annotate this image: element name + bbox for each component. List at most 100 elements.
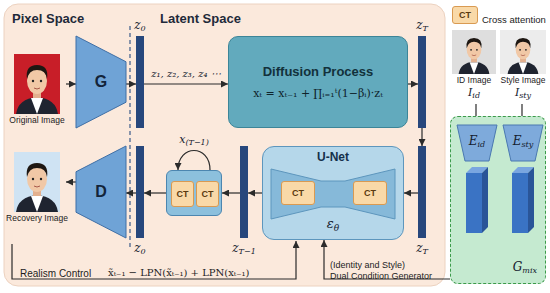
label-slot: x̃ₜ₋₁ − LPN(x̃ₜ₋₁) + LPN(xₜ₋₁) <box>108 262 250 280</box>
encoder-symbol-base: E <box>469 134 478 148</box>
label-slot: (Identity and Style) <box>330 254 405 272</box>
trapezoid-shape <box>76 146 126 238</box>
image-caption: Recovery Image <box>6 213 68 224</box>
control-formula: x̃ₜ₋₁ − LPN(x̃ₜ₋₁) + LPN(xₜ₋₁) <box>108 267 250 278</box>
trapezoid-shape <box>457 125 497 161</box>
latent-symbol-base: z <box>134 241 140 255</box>
trapezoid-shape <box>76 36 126 128</box>
encoder-symbol-subscript: id <box>478 140 486 149</box>
generator-caption: Dual Condition Generator <box>330 271 432 281</box>
generator-symbol-base: G <box>513 260 523 274</box>
feature-block-side <box>528 167 534 233</box>
generator-symbol: Gmix <box>513 260 537 274</box>
id-photo <box>452 30 496 74</box>
latent-symbol-base: z <box>232 241 238 255</box>
label-slot: Latent Space <box>160 9 241 27</box>
image-caption: Original Image <box>9 115 64 126</box>
style-photo <box>500 30 546 74</box>
control-label: Realism Control <box>20 268 91 279</box>
denoise-box: x(T−1)CTCT <box>166 170 222 216</box>
latent-bar: zT <box>418 36 426 128</box>
label-slot: Cross attention <box>482 9 546 27</box>
space-region <box>4 4 445 286</box>
flow-arrow <box>222 192 240 193</box>
generator-symbol-subscript: mix <box>522 266 537 275</box>
flow-arrow <box>66 83 76 84</box>
condition-encoder: Eid <box>457 125 497 161</box>
cross-attention-box: CT <box>171 181 194 207</box>
noise-predictor-symbol-base: ε <box>327 216 334 231</box>
latent-bar: z0 <box>136 36 144 128</box>
label-slot: Realism Control <box>20 263 91 281</box>
latent-symbol-subscript: 0 <box>141 24 146 33</box>
loop-symbol-base: x <box>179 133 185 146</box>
latent-symbol-base: z <box>134 18 140 32</box>
cross-attention-tag: CT <box>364 188 376 198</box>
latent-symbol-base: z <box>416 241 422 255</box>
process-title: Diffusion Process <box>263 64 374 79</box>
label-slot: zT <box>416 15 428 36</box>
flow-arrow <box>408 83 418 84</box>
image-node: Recovery Image <box>8 150 66 230</box>
cross-attention-tag: CT <box>292 188 304 198</box>
latent-symbol-subscript: T−1 <box>239 247 256 256</box>
label-slot: zT <box>416 238 428 259</box>
network-letter: G <box>95 73 107 91</box>
space-heading: Latent Space <box>160 11 241 26</box>
cross-attention-box: CT <box>353 181 387 205</box>
image-symbol-subscript: sty <box>519 91 531 100</box>
process-formula: xₜ = xₜ₋₁ + ∏ᵢ₌₁ᵗ(1−βᵢ)·zₜ <box>253 87 383 100</box>
original-photo <box>14 54 60 114</box>
image-caption: ID Image <box>457 75 492 86</box>
encoder-symbol-base: E <box>513 134 522 148</box>
image-symbol-base: I <box>515 86 519 99</box>
flow-arrow <box>126 83 136 84</box>
recovery-photo <box>14 152 60 212</box>
condition-encoder: Esty <box>503 125 543 161</box>
label-slot: z0 <box>134 15 145 36</box>
image-node: ID ImageIid <box>452 30 496 104</box>
legend-text: Cross attention <box>482 14 546 25</box>
feature-block <box>512 173 528 233</box>
flow-arrow <box>126 192 136 193</box>
feature-block <box>466 173 482 233</box>
label-slot: x(T−1) <box>179 129 209 150</box>
label-slot: Gmix <box>513 257 537 278</box>
image-caption: Style Image <box>501 75 546 86</box>
space-region: Pixel SpaceLatent SpaceOriginal ImageGz0… <box>4 4 445 286</box>
flow-arrow <box>248 192 262 193</box>
cross-attention-box: CT <box>196 181 219 207</box>
label-slot: z₁, z₂, z₃, z₄ ⋯ <box>150 63 221 81</box>
latent-symbol-subscript: T <box>422 24 427 33</box>
flow-arrow <box>421 128 422 146</box>
latent-bar: zT <box>418 146 426 238</box>
image-symbol-base: I <box>468 86 472 99</box>
loop-symbol: x(T−1) <box>179 133 209 146</box>
latent-symbol: zT−1 <box>232 241 255 255</box>
feature-block-side <box>482 167 488 233</box>
flow-arrow <box>144 192 166 193</box>
image-node: Original Image <box>8 52 66 132</box>
label-slot: zT−1 <box>232 238 255 259</box>
label-slot: z0 <box>134 238 145 259</box>
encoder-symbol: Esty <box>513 134 534 152</box>
label-slot: Pixel Space <box>12 9 84 27</box>
image-symbol: Iid <box>468 86 480 103</box>
noise-predictor-symbol-subscript: θ <box>334 223 339 233</box>
space-divider <box>129 26 130 250</box>
legend-swatch: CT <box>452 6 478 24</box>
generator-note: (Identity and Style) <box>330 260 405 270</box>
flow-arrow <box>144 83 228 84</box>
network-letter: D <box>95 183 107 201</box>
generator-box: Gmix Eid Esty <box>450 116 546 284</box>
flow-arrow <box>404 192 418 193</box>
latent-symbol: z0 <box>134 18 145 32</box>
trapezoid-shape <box>503 125 543 161</box>
loop-symbol-subscript: (T−1) <box>185 138 208 147</box>
realism-control-wire <box>12 241 296 279</box>
latent-symbol-subscript: 0 <box>141 247 146 256</box>
latent-bar: zT−1 <box>240 146 248 238</box>
decoder-trapezoid: D <box>76 146 126 238</box>
cross-attention-tag: CT <box>202 189 214 199</box>
